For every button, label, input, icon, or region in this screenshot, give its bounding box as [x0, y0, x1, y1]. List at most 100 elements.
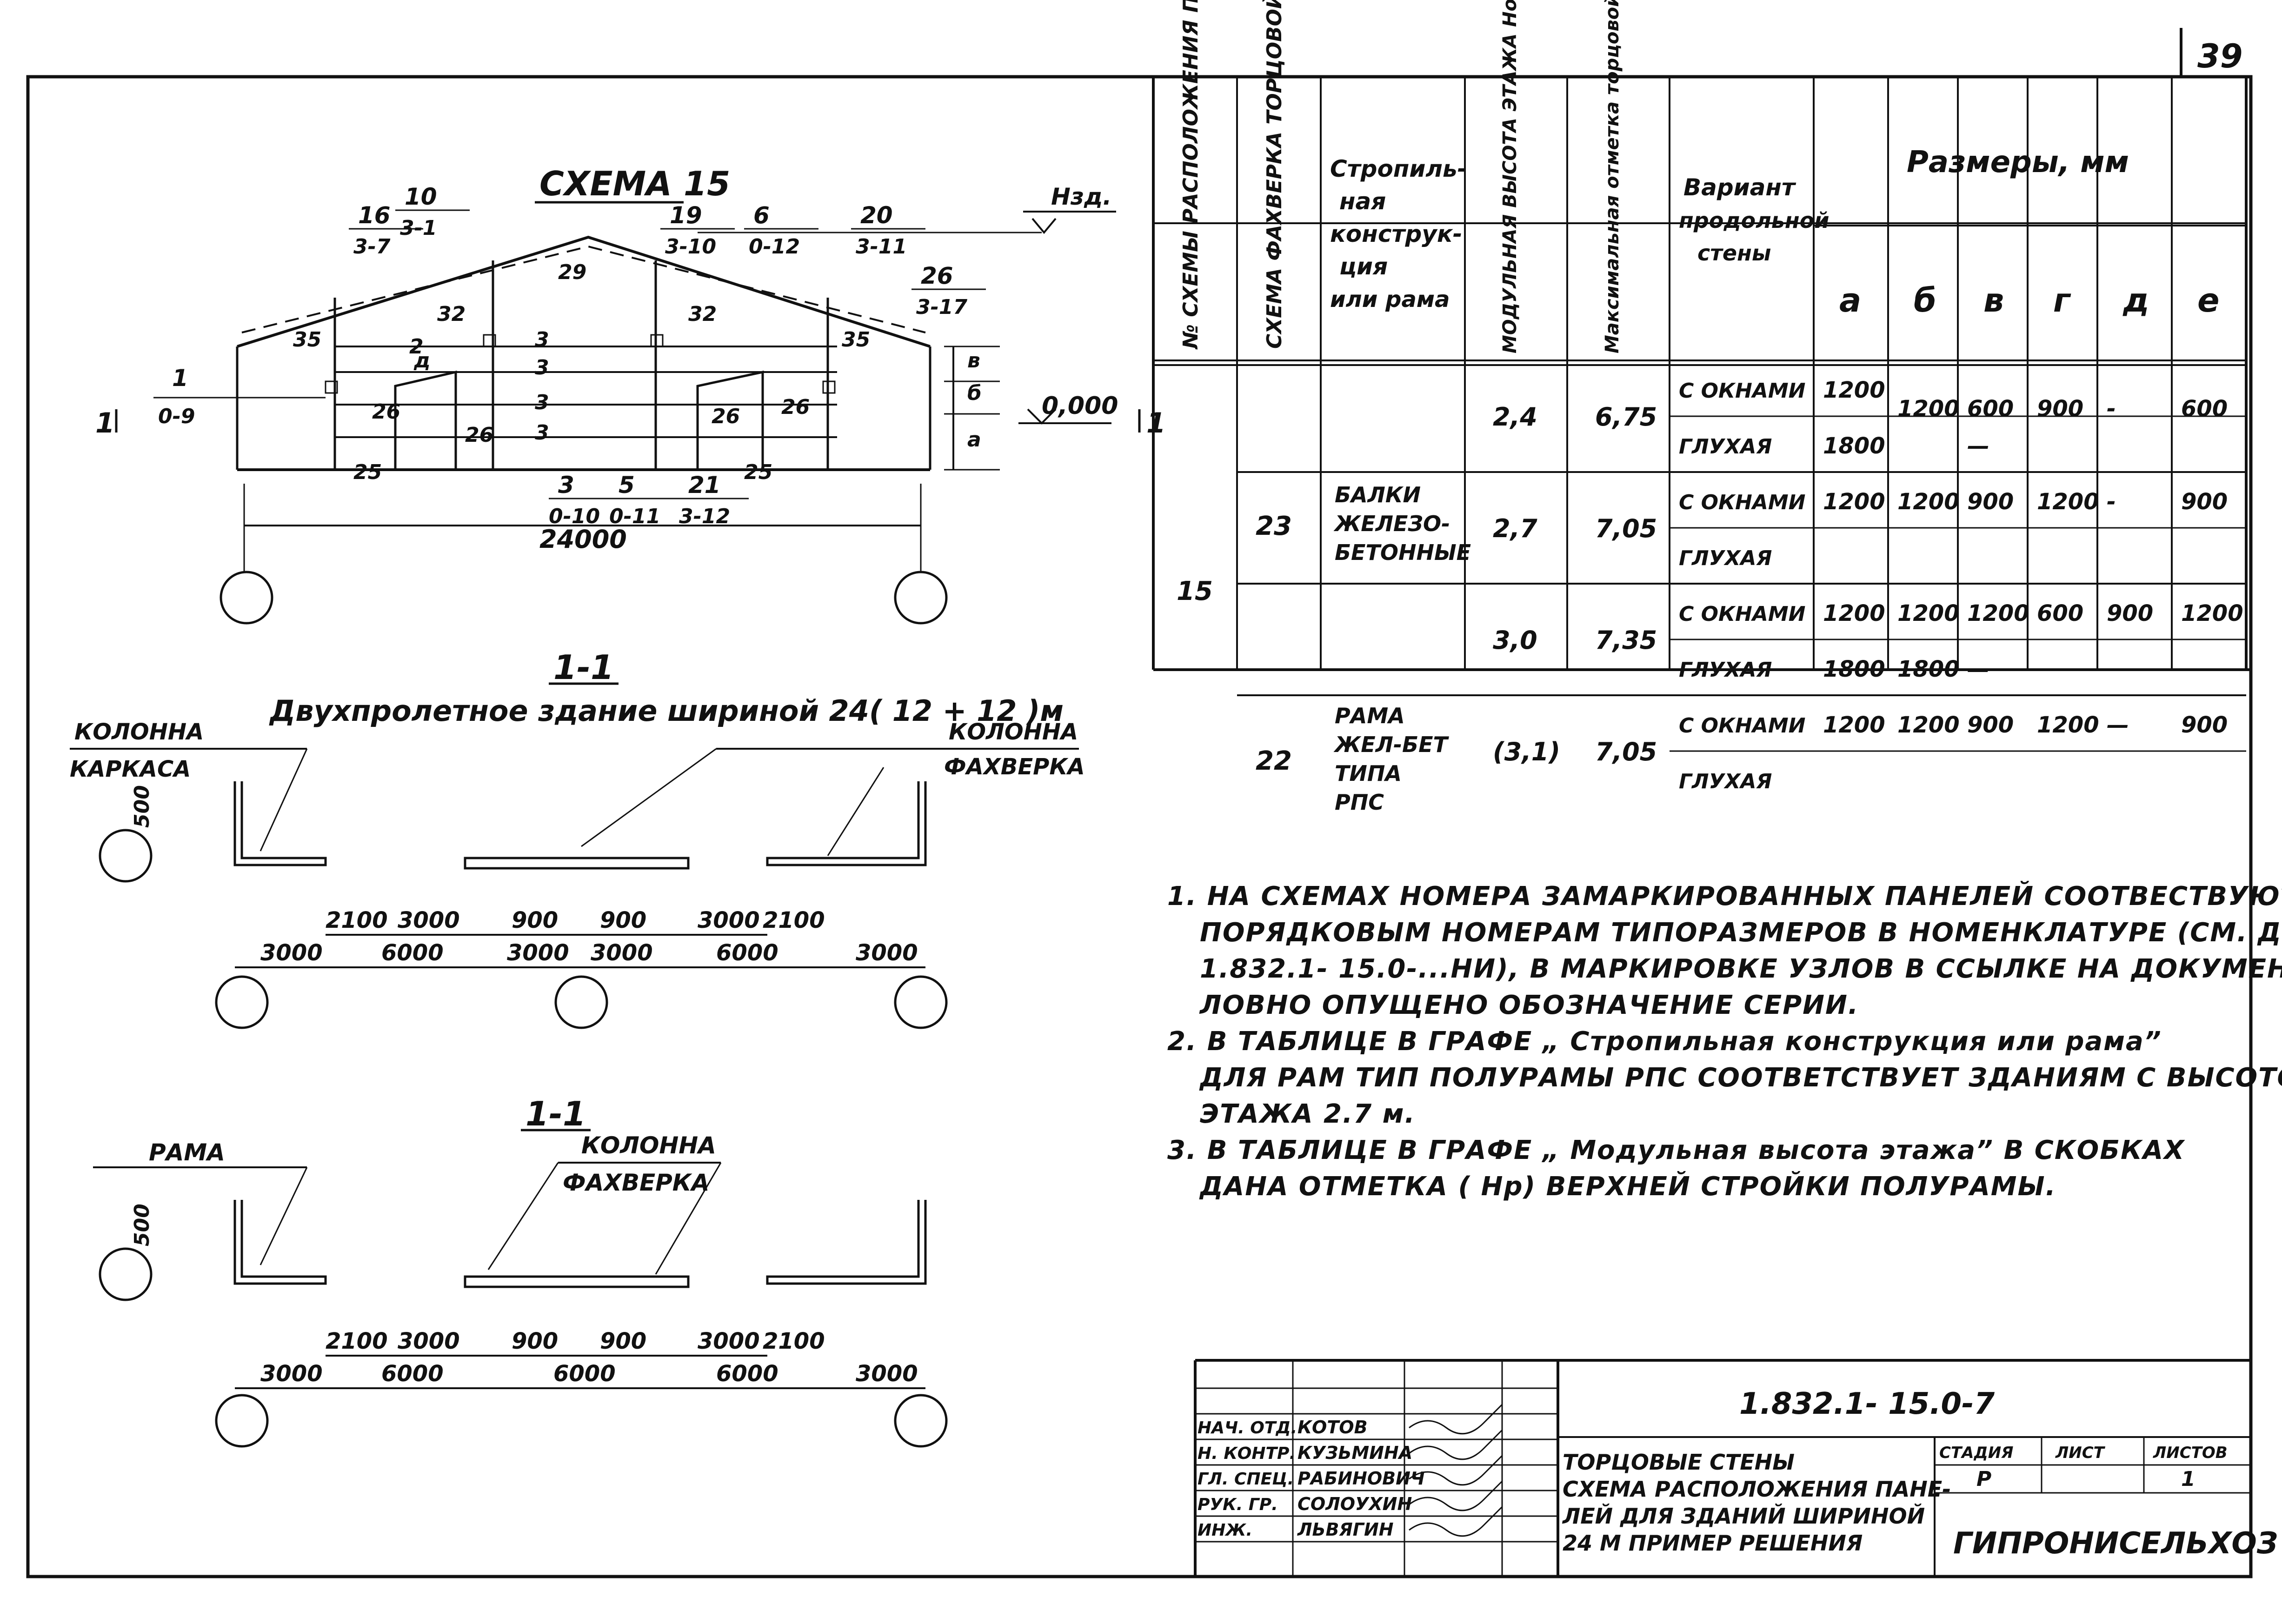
fachwerk-scheme: 23	[1256, 511, 1292, 541]
axis-bubble	[894, 1394, 948, 1448]
section2-right-label-2: ФАХВЕРКА	[563, 1169, 709, 1196]
panel-label: 25	[353, 460, 382, 484]
dimension-value: 3000	[856, 1361, 918, 1387]
dimension-value: 3000	[398, 1328, 460, 1354]
dimension-value: 6000	[381, 940, 444, 966]
scheme-tag-code: 0-10	[549, 505, 600, 528]
axis-bubble	[99, 829, 153, 883]
axis-bubble	[215, 1394, 269, 1448]
dimension-value: 3000	[698, 907, 760, 933]
scheme-tag-number: 21	[688, 472, 721, 499]
note-line: ЛОВНО ОПУЩЕНО ОБОЗНАЧЕНИЕ СЕРИИ.	[1200, 990, 1859, 1020]
dimension-value: 2100	[326, 1328, 388, 1354]
stamp-name: СОЛОУХИН	[1297, 1494, 1412, 1514]
dimension-value: 900	[600, 1328, 646, 1354]
panel-label: 26	[712, 405, 740, 428]
scheme-tag-code: 3-11	[856, 235, 907, 259]
dimension-value: 6000	[716, 940, 778, 966]
size-value: -	[2107, 489, 2116, 515]
stamp-sheet-number: 1	[2181, 1467, 2196, 1491]
panel-label: 2	[409, 335, 424, 359]
note-line: ПОРЯДКОВЫМ НОМЕРАМ ТИПОРАЗМЕРОВ В НОМЕНК…	[1200, 918, 2282, 948]
stamp-title-line: ЛЕЙ ДЛЯ ЗДАНИЙ ШИРИНОЙ	[1562, 1504, 1925, 1529]
size-value: 1800	[1823, 656, 1885, 682]
panel-label: 3	[535, 421, 549, 445]
table-header: конструк-	[1330, 220, 1463, 247]
section1-left-label-2: КАРКАСА	[70, 756, 191, 782]
stamp-name: РАБИНОВИЧ	[1297, 1468, 1425, 1489]
max-mark: 7,05	[1595, 737, 1657, 766]
section-marker-left: 1	[95, 407, 115, 439]
scheme-tag-number: 10	[405, 183, 437, 210]
scheme-tag-code: 3-17	[916, 295, 967, 319]
note-line: 3. В ТАБЛИЦЕ В ГРАФЕ „ Модульная высота …	[1167, 1135, 2185, 1165]
axis-bubble	[894, 571, 948, 625]
stamp-stage: Р	[1976, 1467, 1991, 1491]
module-height: 2,4	[1493, 402, 1537, 432]
wall-variant: ГЛУХАЯ	[1679, 435, 1772, 459]
scheme-number: 15	[1177, 576, 1213, 606]
size-col-header: в	[1983, 281, 2004, 319]
note-line: 1. НА СХЕМАХ НОМЕРА ЗАМАРКИРОВАННЫХ ПАНЕ…	[1167, 881, 2282, 912]
size-col-header: г	[2053, 281, 2071, 319]
dimension-value: 6000	[553, 1361, 616, 1387]
size-value: 600	[1967, 396, 2014, 422]
wall-variant: С ОКНАМИ	[1679, 714, 1805, 738]
size-value: —	[1967, 433, 1989, 459]
section2-left-label: РАМА	[149, 1139, 225, 1166]
stamp-role: НАЧ. ОТД.	[1198, 1418, 1297, 1438]
dimension-value: 3000	[507, 940, 569, 966]
stamp-name: КОТОВ	[1297, 1417, 1368, 1438]
size-value: 900	[2107, 600, 2153, 626]
size-value: 900	[2037, 396, 2083, 422]
wall-variant: ГЛУХАЯ	[1679, 770, 1772, 793]
axis-bubble	[99, 1247, 153, 1301]
size-value: 1200	[1897, 396, 1960, 422]
construction-type: ЖЕЛЕЗО-	[1333, 511, 1450, 536]
scheme-tag-code: 3-1	[400, 216, 437, 240]
size-value: 1200	[1967, 600, 2029, 626]
panel-label: 26	[372, 400, 400, 424]
section2-offset: 500	[130, 1204, 154, 1246]
panel-label: 26	[465, 423, 493, 447]
size-col-header: д	[2122, 281, 2149, 319]
zero-level-mark: 0,000	[1042, 392, 1118, 420]
dimension-value: 900	[600, 907, 646, 933]
scheme-tag-number: 19	[670, 202, 702, 229]
size-value: 1200	[1823, 712, 1885, 738]
panel-label: 3	[535, 328, 549, 352]
stamp-role: ГЛ. СПЕЦ.	[1198, 1470, 1294, 1489]
panel-label: 35	[293, 328, 321, 352]
panel-label: 29	[558, 260, 586, 284]
note-line: ЭТАЖА 2.7 м.	[1200, 1099, 1416, 1129]
size-col-header: б	[1914, 281, 1936, 319]
table-header: Максимальная отметка торцовой зоны Нзд.,…	[1602, 0, 1623, 353]
note-line: ДАНА ОТМЕТКА ( Нр) ВЕРХНЕЙ СТРОЙКИ ПОЛУР…	[1200, 1171, 2056, 1202]
stamp-role: ИНЖ.	[1198, 1521, 1252, 1540]
wall-variant: С ОКНАМИ	[1679, 491, 1805, 514]
max-mark: 7,35	[1595, 626, 1657, 655]
table-header: Размеры, мм	[1907, 145, 2129, 180]
dimension-value: 900	[512, 1328, 558, 1354]
scheme-tag-code: 3-10	[665, 235, 716, 259]
note-line: 1.832.1- 15.0-...НИ), В МАРКИРОВКЕ УЗЛОВ…	[1200, 954, 2282, 984]
construction-type: РПС	[1335, 790, 1384, 815]
dimension-value: 3000	[856, 940, 918, 966]
note-line: 2. В ТАБЛИЦЕ В ГРАФЕ „ Стропильная конст…	[1167, 1026, 2162, 1057]
dimension-value: 6000	[381, 1361, 444, 1387]
section1-left-label-1: КОЛОННА	[74, 719, 204, 745]
wall-variant: С ОКНАМИ	[1679, 379, 1805, 403]
note-line: ДЛЯ РАМ ТИП ПОЛУРАМЫ РПС СООТВЕТСТВУЕТ З…	[1200, 1063, 2282, 1093]
stamp-title-line: 24 М ПРИМЕР РЕШЕНИЯ	[1563, 1531, 1863, 1556]
size-value: 1200	[2037, 489, 2099, 515]
stamp-sheet-label: ЛИСТ	[2055, 1444, 2106, 1462]
axis-bubble	[220, 571, 273, 625]
dim-letter: б	[967, 381, 982, 405]
stamp-organization: ГИПРОНИСЕЛЬХОЗ	[1953, 1526, 2278, 1561]
table-header: Вариант	[1683, 174, 1796, 201]
size-value: 1200	[1823, 489, 1885, 515]
dimension-value: 6000	[716, 1361, 778, 1387]
fachwerk-scheme: 22	[1256, 746, 1292, 776]
